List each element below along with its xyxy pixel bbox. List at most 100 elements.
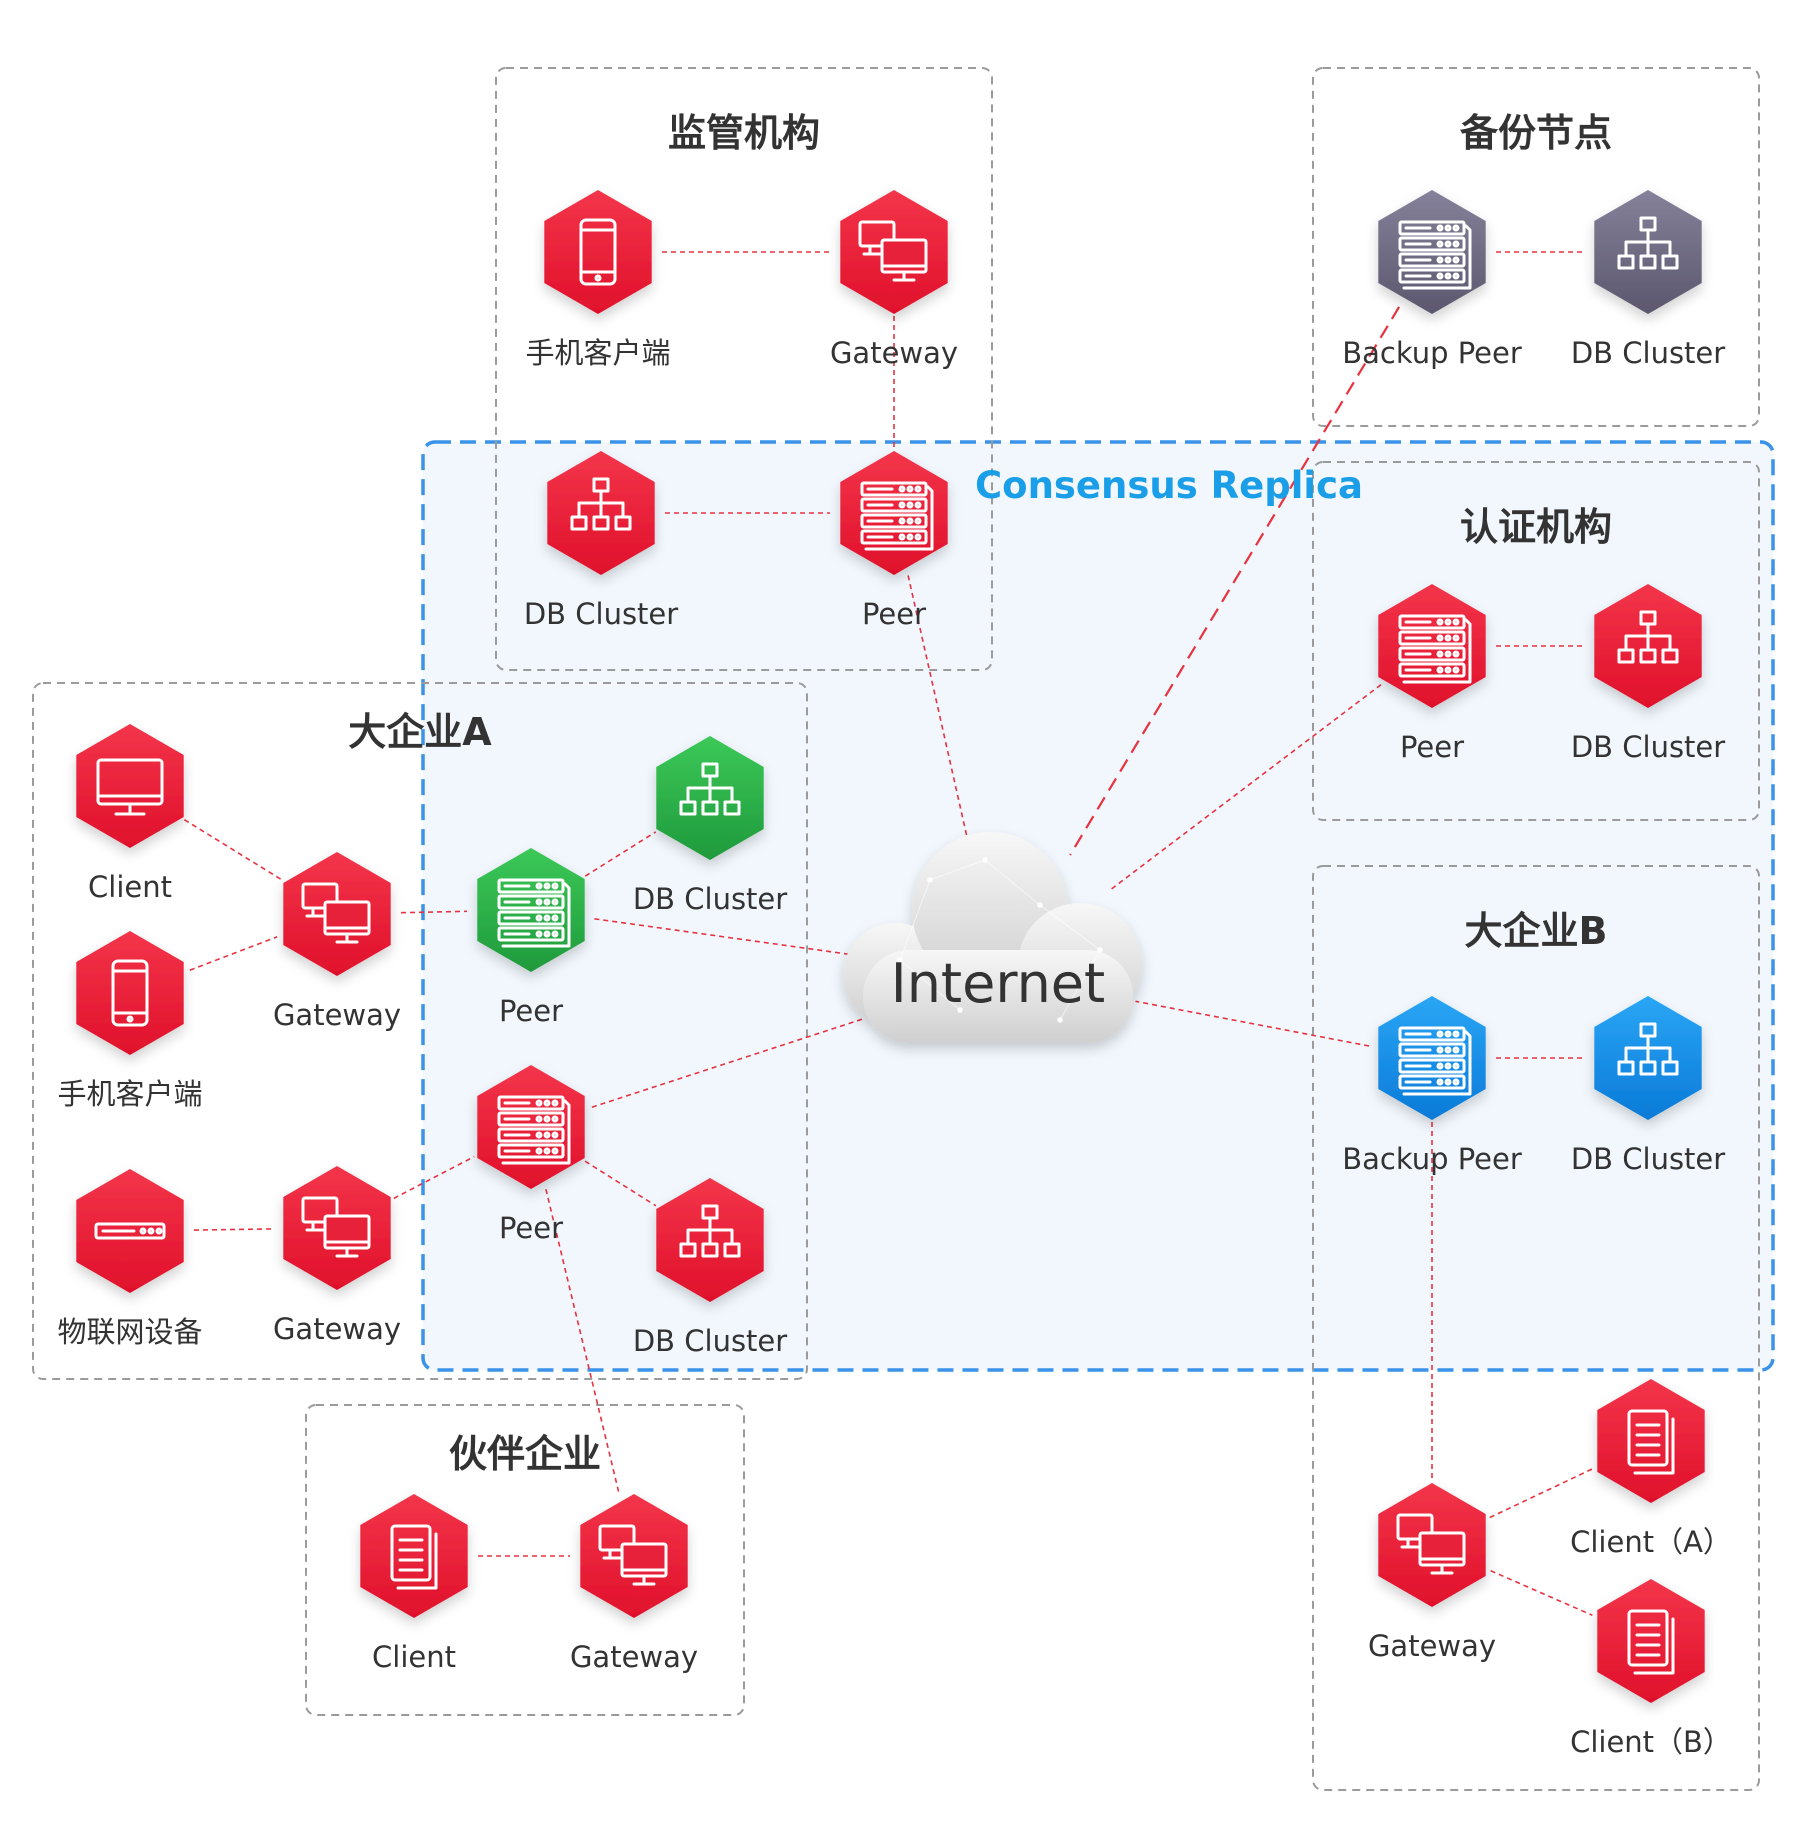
- link-ca-peer-internet: [1109, 684, 1382, 892]
- node-ca-peer[interactable]: Peer: [1378, 584, 1486, 764]
- internet-cloud[interactable]: [843, 832, 1142, 1043]
- node-label: 手机客户端: [525, 336, 670, 370]
- group-title-regulator: 监管机构: [668, 111, 820, 155]
- node-b-gateway[interactable]: Gateway: [1368, 1483, 1496, 1663]
- node-b-client-b[interactable]: Client（B）: [1570, 1579, 1732, 1759]
- node-label: Gateway: [273, 998, 401, 1032]
- link-a-peer2-internet: [591, 1017, 866, 1108]
- node-a-mobile[interactable]: 手机客户端: [57, 931, 203, 1111]
- node-ca-db[interactable]: DB Cluster: [1571, 584, 1725, 764]
- group-backup: 备份节点: [1312, 67, 1760, 427]
- server-icon: [1398, 1026, 1472, 1096]
- server-icon: [860, 481, 934, 551]
- server-icon: [1398, 614, 1472, 684]
- node-hexagon: [76, 724, 184, 848]
- mobile-icon: [579, 218, 617, 286]
- node-b-db[interactable]: DB Cluster: [1571, 996, 1725, 1176]
- group-box-partner: [305, 1404, 745, 1716]
- document-icon: [1627, 1609, 1675, 1675]
- node-label: Backup Peer: [1342, 336, 1522, 370]
- link-a-gateway1-a-peer1: [400, 910, 468, 914]
- link-a-peer1-a-db1: [584, 831, 657, 877]
- node-a-gateway1[interactable]: Gateway: [273, 852, 401, 1032]
- document-icon: [1627, 1409, 1675, 1475]
- node-label: Gateway: [1368, 1629, 1496, 1663]
- node-label: Client（A）: [1570, 1525, 1732, 1559]
- consensus-replica-title: Consensus Replica: [975, 464, 1363, 507]
- server-icon: [497, 1095, 571, 1165]
- mobile-icon: [111, 959, 149, 1027]
- group-box-regulator: [495, 67, 993, 671]
- node-a-db2[interactable]: DB Cluster: [633, 1178, 787, 1358]
- db-cluster-icon: [1617, 610, 1679, 664]
- server-icon: [1398, 220, 1472, 290]
- link-a-iot-a-gateway2: [193, 1228, 274, 1231]
- internet-label: Internet: [891, 952, 1105, 1015]
- db-cluster-icon: [570, 477, 632, 531]
- link-bak-peer-internet: [1069, 306, 1401, 856]
- node-a-peer2[interactable]: Peer: [477, 1065, 585, 1245]
- node-hexagon: [1597, 1579, 1705, 1703]
- node-reg-db[interactable]: DB Cluster: [524, 451, 678, 631]
- node-bak-peer[interactable]: Backup Peer: [1342, 190, 1522, 370]
- group-title-certauth: 认证机构: [1460, 505, 1612, 549]
- node-p-gateway[interactable]: Gateway: [570, 1494, 698, 1674]
- node-label: Gateway: [570, 1640, 698, 1674]
- group-certauth: 认证机构: [1312, 461, 1760, 821]
- node-label: DB Cluster: [1571, 730, 1725, 764]
- node-a-iot[interactable]: 物联网设备: [57, 1169, 203, 1349]
- group-partner: 伙伴企业: [305, 1404, 745, 1716]
- group-title-backup: 备份节点: [1460, 111, 1612, 155]
- gateway-icon: [598, 1524, 668, 1586]
- group-enta: 大企业A: [32, 682, 808, 1380]
- gateway-icon: [301, 1196, 371, 1258]
- node-label: DB Cluster: [1571, 1142, 1725, 1176]
- links-layer: [183, 251, 1594, 1617]
- group-box-certauth: [1312, 461, 1760, 821]
- group-title-partner: 伙伴企业: [449, 1432, 601, 1476]
- node-label: 手机客户端: [57, 1077, 202, 1111]
- node-hexagon: [76, 931, 184, 1055]
- link-a-peer2-a-db2: [584, 1160, 657, 1207]
- node-b-client-a[interactable]: Client（A）: [1570, 1379, 1732, 1559]
- node-label: Gateway: [273, 1312, 401, 1346]
- node-a-client[interactable]: Client: [76, 724, 184, 904]
- node-label: Peer: [862, 597, 926, 631]
- node-reg-gateway[interactable]: Gateway: [830, 190, 958, 370]
- gateway-icon: [858, 220, 928, 282]
- db-cluster-icon: [1617, 1022, 1679, 1076]
- node-b-peer[interactable]: Backup Peer: [1342, 996, 1522, 1176]
- node-reg-mobile[interactable]: 手机客户端: [525, 190, 671, 370]
- link-b-gateway-b-client-b: [1490, 1569, 1593, 1617]
- server-icon: [497, 878, 571, 948]
- node-p-client[interactable]: Client: [360, 1494, 468, 1674]
- group-title-enta: 大企业A: [348, 710, 492, 754]
- node-a-peer1[interactable]: Peer: [477, 848, 585, 1028]
- node-reg-peer[interactable]: Peer: [840, 451, 948, 631]
- node-hexagon: [544, 190, 652, 314]
- group-box-entb: [1312, 865, 1760, 1791]
- node-label: DB Cluster: [633, 1324, 787, 1358]
- node-label: Peer: [499, 994, 563, 1028]
- group-entb: 大企业B: [1312, 865, 1760, 1791]
- node-a-db1[interactable]: DB Cluster: [633, 736, 787, 916]
- cloud-icon: [843, 832, 1142, 1043]
- node-label: Client（B）: [1570, 1725, 1732, 1759]
- db-cluster-icon: [679, 762, 741, 816]
- group-title-entb: 大企业B: [1465, 909, 1608, 953]
- node-bak-db[interactable]: DB Cluster: [1571, 190, 1725, 370]
- node-a-gateway2[interactable]: Gateway: [273, 1166, 401, 1346]
- link-a-gateway2-a-peer2: [393, 1155, 475, 1200]
- node-label: Backup Peer: [1342, 1142, 1522, 1176]
- group-regulator: 监管机构: [495, 67, 993, 671]
- node-label: 物联网设备: [57, 1315, 202, 1349]
- node-label: Peer: [1400, 730, 1464, 764]
- db-cluster-icon: [1617, 216, 1679, 270]
- document-icon: [390, 1524, 438, 1590]
- group-box-backup: [1312, 67, 1760, 427]
- link-b-peer-internet: [1135, 1000, 1370, 1047]
